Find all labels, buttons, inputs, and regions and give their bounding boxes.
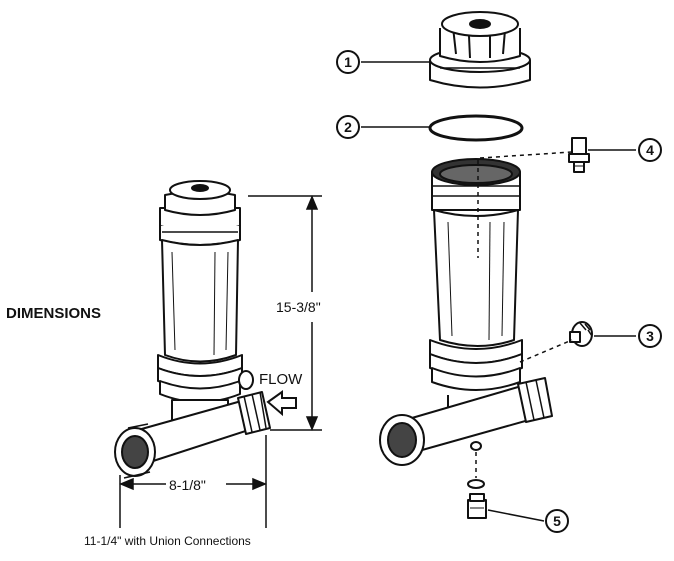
assembled-canister <box>161 239 239 363</box>
svg-text:5: 5 <box>553 513 561 529</box>
callout-1: 1 <box>336 50 360 74</box>
part-fitting <box>568 137 590 173</box>
callout-5: 5 <box>545 509 569 533</box>
dimensions-heading: DIMENSIONS <box>6 305 101 322</box>
assembled-chlorinator <box>114 180 271 479</box>
part-canister <box>379 158 553 466</box>
part-drain-plug <box>467 479 487 519</box>
width-note: 11-1/4" with Union Connections <box>84 534 251 548</box>
callout-2: 2 <box>336 115 360 139</box>
part-o-ring <box>428 114 524 142</box>
exploded-view <box>379 11 593 519</box>
svg-text:3: 3 <box>646 328 654 344</box>
svg-text:1: 1 <box>344 54 352 70</box>
part-cap <box>429 11 531 89</box>
height-dimension-line <box>248 195 322 431</box>
leader-lines <box>361 61 636 522</box>
callout-3: 3 <box>638 324 662 348</box>
width-dimension-line <box>119 435 267 528</box>
width-value: 8-1/8" <box>169 477 206 493</box>
callouts: 1 2 3 4 5 <box>336 50 662 533</box>
callout-4: 4 <box>638 138 662 162</box>
svg-text:2: 2 <box>344 119 352 135</box>
flow-arrow-icon <box>266 390 297 417</box>
height-value: 15-3/8" <box>276 299 321 315</box>
svg-text:4: 4 <box>646 142 654 158</box>
part-valve <box>569 321 593 347</box>
flow-label: FLOW <box>259 371 303 388</box>
